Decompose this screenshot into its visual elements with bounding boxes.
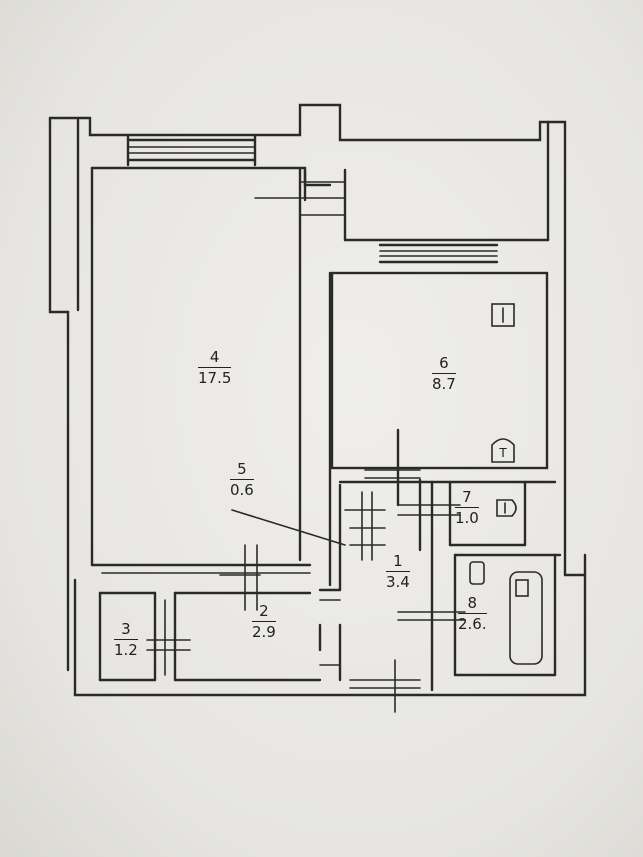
room-7-number: 7: [455, 490, 479, 508]
room-5-area: 0.6: [230, 481, 254, 499]
room-4-walls: [90, 120, 550, 574]
room-2-label: 2 2.9: [252, 604, 276, 640]
room-3-label: 3 1.2: [114, 622, 138, 658]
room-6-walls: [328, 271, 549, 587]
room-6-label: 6 8.7: [432, 356, 456, 392]
room-4-area: 17.5: [198, 369, 232, 387]
toilet-fixture: [496, 499, 517, 517]
room-1-area: 3.4: [386, 573, 410, 591]
bathtub-fixture: [469, 561, 543, 665]
rooms-2-3-walls: [98, 544, 322, 682]
toilet-mark: T: [499, 446, 507, 460]
room-4-number: 4: [198, 350, 232, 368]
room-7-area: 1.0: [455, 509, 479, 527]
room-5-number: 5: [230, 462, 254, 480]
room-3-number: 3: [114, 622, 138, 640]
room-6-number: 6: [432, 356, 456, 374]
room-7-label: 7 1.0: [455, 490, 479, 526]
room-5-label: 5 0.6: [230, 462, 254, 498]
room-2-number: 2: [252, 604, 276, 622]
room-3-area: 1.2: [114, 641, 138, 659]
window-kitchen: [378, 243, 499, 264]
window-top: [126, 134, 257, 167]
room-6-area: 8.7: [432, 375, 456, 393]
room-2-area: 2.9: [252, 623, 276, 641]
corridor-walls: [231, 428, 562, 713]
room-8-number: 8: [458, 596, 487, 614]
room-8-label: 8 2.6.: [458, 596, 487, 632]
room-1-number: 1: [386, 554, 410, 572]
room-1-label: 1 3.4: [386, 554, 410, 590]
room-4-label: 4 17.5: [198, 350, 232, 387]
outer-walls: [48, 103, 587, 697]
room-8-area: 2.6.: [458, 615, 487, 633]
